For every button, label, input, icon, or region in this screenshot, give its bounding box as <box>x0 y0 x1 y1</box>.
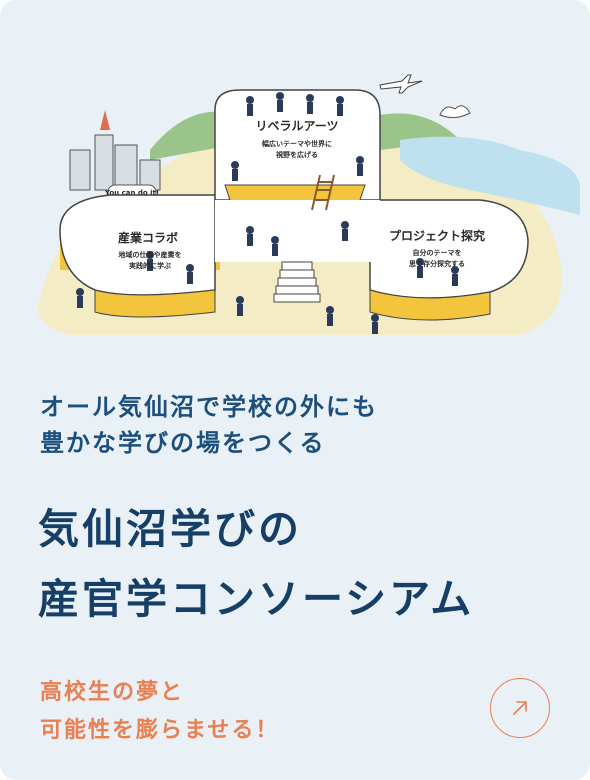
city-buildings <box>69 134 161 191</box>
subtitle: 高校生の夢と 可能性を膨らませる！ <box>40 674 279 750</box>
open-link-button[interactable] <box>490 678 550 738</box>
lead-line-2: 豊かな学びの場をつくる <box>40 429 326 457</box>
cloud-icon <box>439 105 471 119</box>
tower-icon <box>100 110 110 130</box>
cheer-sign-text: You can do it! <box>104 189 159 197</box>
sea <box>400 136 580 215</box>
lead-line-1: オール気仙沼で学校の外にも <box>40 393 378 421</box>
zone-caption: 実践的に学ぶ <box>129 261 171 270</box>
center-plaza <box>215 200 380 262</box>
top-platform <box>214 89 381 201</box>
zone-title: リベラルアーツ <box>255 119 338 133</box>
zone-caption: 自分のテーマを <box>413 248 462 257</box>
subtitle-line-1: 高校生の夢と <box>40 680 185 705</box>
center-stairs <box>273 261 321 303</box>
people-figures <box>76 92 459 334</box>
zone-project-inquiry: プロジェクト探究 自分のテーマを 思う存分探究する <box>389 228 485 268</box>
airplane-icon <box>379 74 423 94</box>
zone-title: 産業コラボ <box>118 230 178 245</box>
lead-text: オール気仙沼で学校の外にも 豊かな学びの場をつくる <box>40 389 378 461</box>
zone-caption: 幅広いテーマや世界に <box>262 139 332 148</box>
title-line-2: 産官学コンソーシアム <box>38 575 475 623</box>
zone-caption: 視野を広げる <box>275 150 318 159</box>
ladder <box>311 174 335 211</box>
zone-liberal-arts: リベラルアーツ 幅広いテーマや世界に 視野を広げる <box>255 119 338 159</box>
card-title: 気仙沼学びの 産官学コンソーシアム <box>38 494 474 634</box>
learning-field-illustration: You can do it! <box>38 74 580 335</box>
arrow-up-right-icon <box>513 701 527 715</box>
zone-industry-collab: 産業コラボ 地域の仕事や産業を 実践的に学ぶ <box>118 230 182 270</box>
zone-caption: 思う存分探究する <box>409 259 465 268</box>
zone-caption: 地域の仕事や産業を <box>119 250 182 259</box>
zone-title: プロジェクト探究 <box>389 228 485 243</box>
left-platform-wall <box>94 289 216 318</box>
subtitle-line-2: 可能性を膨らませる！ <box>40 718 280 743</box>
title-line-1: 気仙沼学びの <box>38 505 302 553</box>
right-platform-wall <box>369 289 491 321</box>
